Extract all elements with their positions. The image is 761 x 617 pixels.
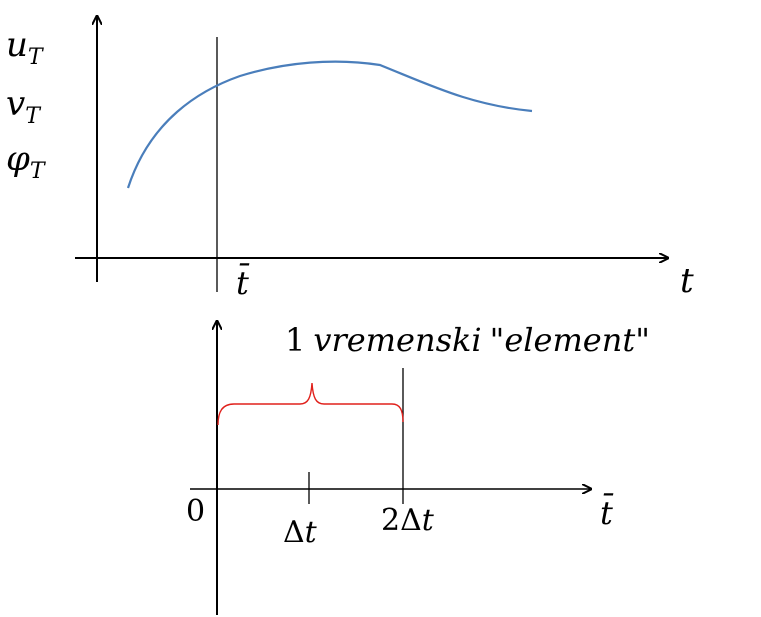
bottom-plot: 1 vremenski "element" 0 Δt 2Δt t̄	[186, 321, 650, 615]
bottom-x-axis-label: t̄	[600, 493, 614, 532]
t-bar-label: t̄	[236, 263, 250, 302]
y-label-u: uT	[6, 25, 45, 70]
element-brace	[217, 382, 404, 426]
y-label-v: vT	[6, 84, 42, 129]
response-curve	[126, 60, 533, 189]
top-x-axis-label: t	[680, 261, 694, 301]
tick-label-two-dt: 2Δt	[381, 503, 435, 538]
element-caption: 1 vremenski "element"	[285, 321, 650, 359]
top-plot: uT vT φT t t̄	[6, 17, 694, 302]
y-label-phi: φT	[6, 139, 47, 184]
tick-label-zero: 0	[186, 494, 205, 529]
tick-label-dt: Δt	[283, 515, 318, 550]
